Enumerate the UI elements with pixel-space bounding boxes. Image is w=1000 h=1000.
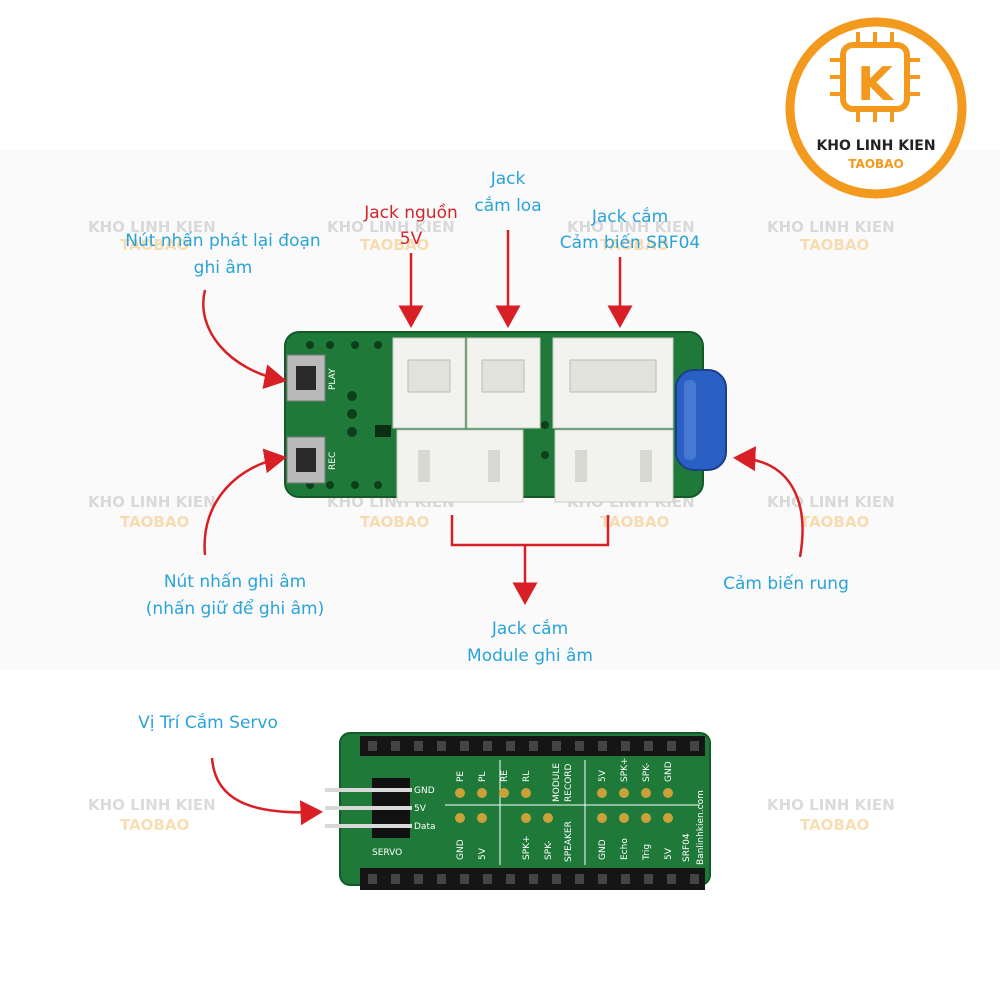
silk-pl: PL	[478, 772, 488, 782]
watermarks: KHO LINH KIEN TAOBAO KHO LINH KIEN TAOBA…	[88, 218, 895, 834]
watermark-text: KHO LINH KIEN	[88, 493, 216, 511]
label-srf04-line2: Cảm biến SRF04	[560, 232, 700, 253]
silk-bl-5v: 5V	[478, 847, 488, 860]
top-pcb-board: PLAY REC	[284, 331, 727, 503]
silk-site: Banlinhkien.com	[696, 790, 706, 865]
logo-letter: K	[857, 57, 895, 111]
watermark-sub: TAOBAO	[360, 236, 429, 254]
speaker-jack[interactable]	[466, 337, 541, 429]
watermark-sub: TAOBAO	[120, 816, 189, 834]
label-speaker-line2: cắm loa	[474, 195, 541, 216]
logo-name: KHO LINH KIEN	[816, 138, 935, 154]
label-speaker-line1: Jack	[490, 169, 526, 189]
silk-re: RE	[500, 770, 510, 782]
brand-logo: K KHO LINH KIEN TAOBAO	[785, 17, 967, 199]
watermark-sub: TAOBAO	[600, 513, 669, 531]
servo-pin-data: Data	[414, 822, 436, 832]
label-module-line1: Jack cắm	[491, 618, 568, 639]
label-servo: Vị Trí Cắm Servo	[138, 712, 278, 733]
watermark-text: KHO LINH KIEN	[767, 796, 895, 814]
watermark-text: KHO LINH KIEN	[88, 796, 216, 814]
watermark-sub: TAOBAO	[800, 236, 869, 254]
watermark-sub: TAOBAO	[800, 816, 869, 834]
silk-bl-gnd: GND	[456, 839, 466, 860]
silk-spk-plus: SPK+	[522, 835, 532, 860]
silk-spk-minus: SPK-	[544, 841, 554, 860]
label-power-line1: Jack nguồn	[363, 202, 458, 223]
silk-pe: PE	[456, 771, 466, 782]
silk-srfb-gnd: GND	[598, 839, 608, 860]
label-module-line2: Module ghi âm	[467, 646, 593, 666]
silk-srf-spkp: SPK+	[620, 757, 630, 782]
watermark-sub: TAOBAO	[360, 513, 429, 531]
label-power-line2: 5V	[400, 229, 423, 249]
watermark-text: KHO LINH KIEN	[567, 218, 695, 236]
annotation-arrows	[202, 230, 804, 826]
play-silk: PLAY	[328, 368, 338, 390]
silk-srfb-5v: 5V	[664, 847, 674, 860]
watermark-sub: TAOBAO	[120, 513, 189, 531]
record-module-jack-left[interactable]	[396, 429, 524, 503]
label-srf04-line1: Jack cắm	[591, 206, 668, 227]
smd-part	[375, 425, 391, 437]
watermark-sub: TAOBAO	[120, 236, 189, 254]
watermark-text: KHO LINH KIEN	[767, 493, 895, 511]
watermark-text: KHO LINH KIEN	[767, 218, 895, 236]
rec-silk: REC	[328, 452, 338, 470]
bottom-pcb-board: GND 5V Data SERVO PE PL RE RL MODULE REC…	[325, 732, 711, 890]
servo-header[interactable]	[325, 778, 412, 838]
silk-srf-gnd: GND	[664, 761, 674, 782]
power-jack[interactable]	[392, 337, 466, 429]
logo-sub: TAOBAO	[848, 157, 903, 171]
silk-module: MODULE	[552, 763, 562, 802]
silk-record: RECORD	[564, 763, 574, 802]
label-record-line1: Nút nhấn ghi âm	[164, 571, 306, 592]
silk-srf04: SRF04	[682, 833, 692, 862]
label-playback-line1: Nút nhấn phát lại đoạn	[125, 230, 320, 251]
record-module-jack-right[interactable]	[554, 429, 674, 503]
play-button[interactable]	[286, 354, 326, 402]
servo-pin-5v: 5V	[414, 804, 427, 814]
silk-srfb-echo: Echo	[620, 838, 630, 860]
silk-rl: RL	[522, 771, 532, 782]
silk-srfb-trig: Trig	[642, 844, 652, 861]
silk-speaker: SPEAKER	[564, 821, 574, 862]
silk-srf-spkm: SPK-	[642, 763, 652, 782]
servo-title: SERVO	[372, 848, 402, 858]
srf04-jack[interactable]	[552, 337, 674, 429]
label-record-line2: (nhấn giữ để ghi âm)	[146, 598, 324, 619]
annotation-labels: Nút nhấn phát lại đoạn ghi âm Jack nguồn…	[125, 169, 849, 733]
silk-srf-5v: 5V	[598, 769, 608, 782]
rec-button[interactable]	[286, 436, 326, 484]
label-vibration: Cảm biến rung	[723, 573, 849, 594]
servo-pin-gnd: GND	[414, 786, 435, 796]
watermark-sub: TAOBAO	[800, 513, 869, 531]
watermark-sub: TAOBAO	[600, 236, 669, 254]
vibration-sensor	[675, 369, 727, 471]
watermark-text: KHO LINH KIEN	[327, 218, 455, 236]
label-playback-line2: ghi âm	[194, 258, 253, 278]
watermark-text: KHO LINH KIEN	[88, 218, 216, 236]
